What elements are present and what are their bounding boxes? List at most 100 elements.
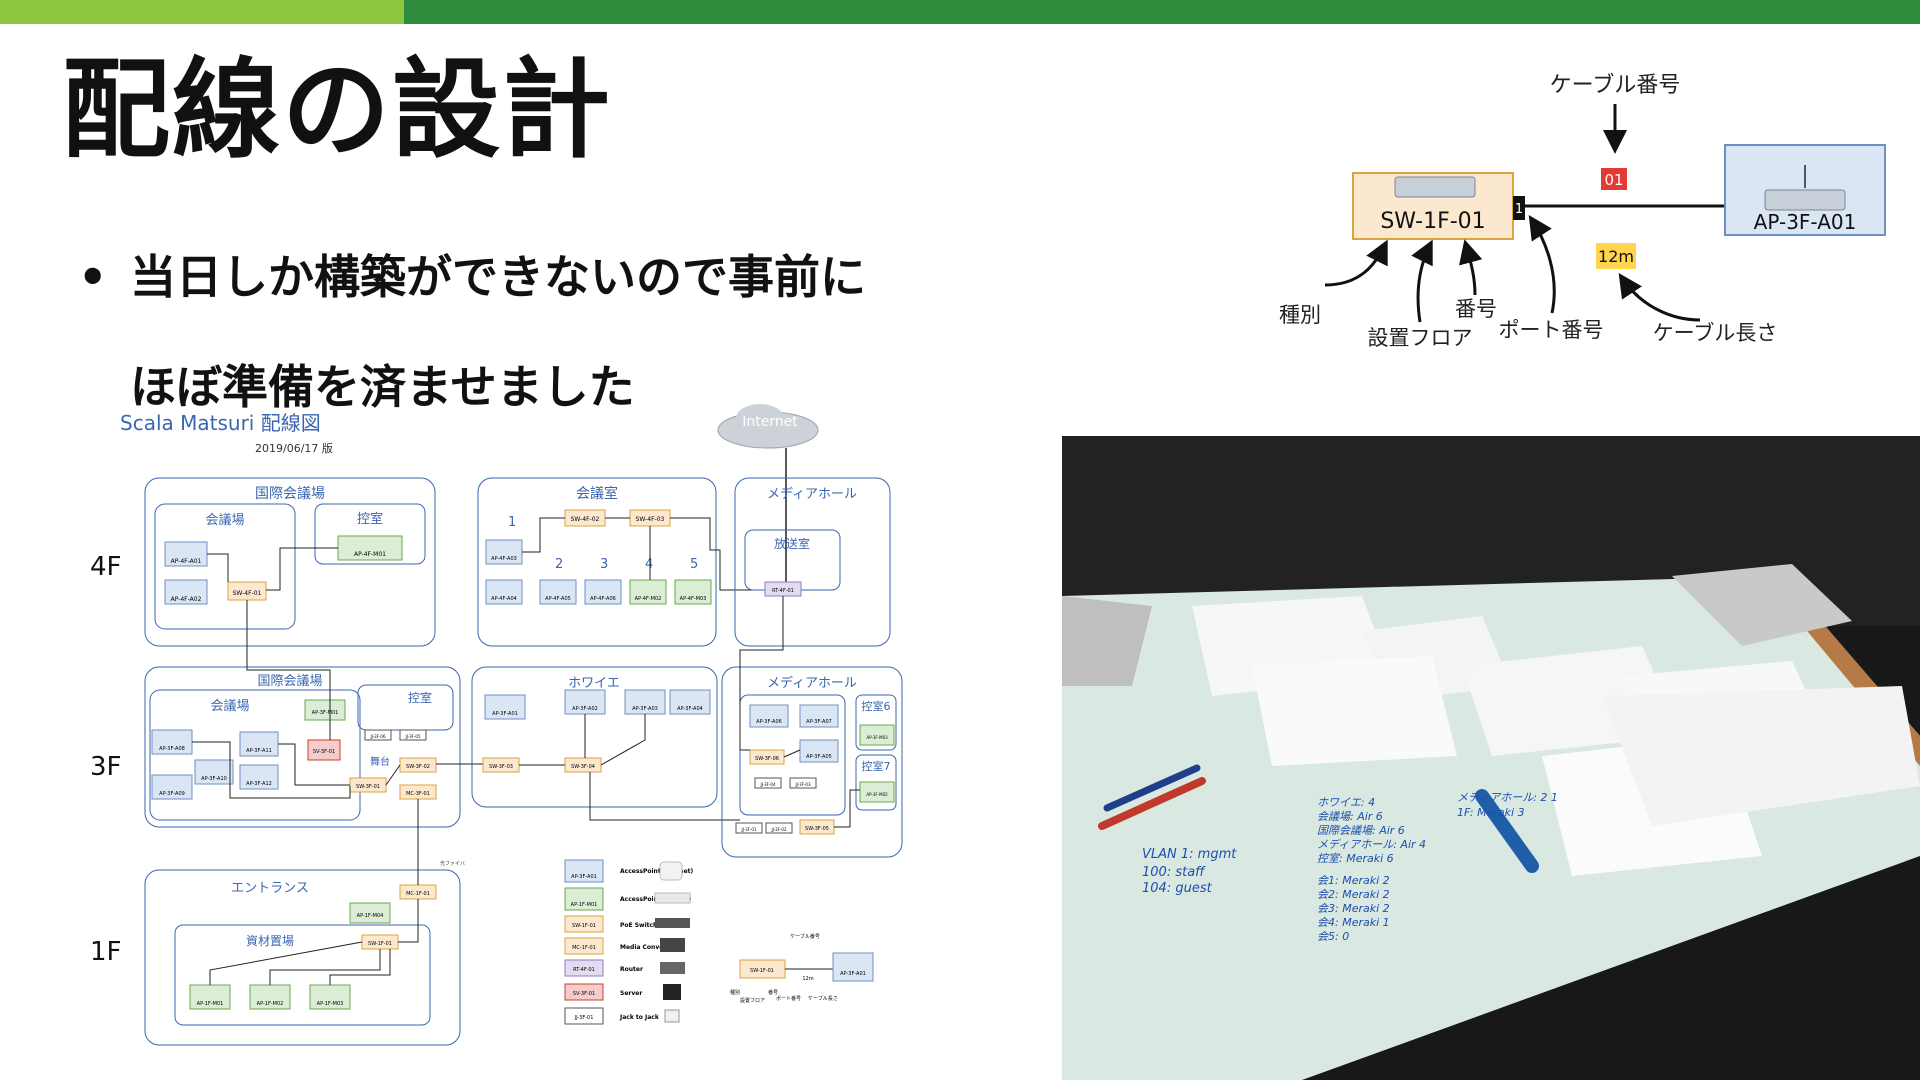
marker-blue-2: [1475, 789, 1539, 873]
wb-mid-10: 会5: 0: [1317, 930, 1349, 943]
legend-aironet-photo: [659, 861, 683, 881]
room-hikae7-label: 控室7: [862, 759, 891, 773]
sw-4f-03-label: SW-4F-03: [636, 516, 665, 523]
port-tag: [1513, 196, 1525, 220]
ap-3f-a07: [799, 704, 839, 728]
room-hikae-3f: [357, 684, 454, 731]
mini-number: 番号: [768, 989, 778, 996]
wb-left-1: VLAN 1: mgmt: [1142, 847, 1237, 862]
legend-mc-photo: [660, 938, 685, 952]
wb-left-2: 100: staff: [1142, 865, 1206, 880]
cable-kaigi-d: [670, 517, 765, 591]
ap-4f-a01-label: AP-4F-A01: [171, 558, 202, 565]
ap-3f-m01: [304, 699, 346, 721]
ap-3f-a04: [669, 689, 711, 715]
ap-4f-a04: [485, 579, 523, 605]
cable-4f-b: [266, 547, 338, 591]
room-media-3f-inner: [739, 694, 846, 816]
jj-3f-05-label: JJ-3F-05: [404, 734, 420, 739]
room-kaigijo-4f: [154, 503, 296, 630]
ap-4f-m01: [337, 535, 403, 561]
room-shizai-label: 資材置場: [246, 934, 294, 948]
wb-left-3: 104: guest: [1142, 881, 1213, 896]
cable-1f-d: [269, 949, 381, 985]
ap-4f-a05-label: AP-4F-A05: [545, 596, 571, 602]
mini-switch-label: SW-1F-01: [750, 968, 774, 974]
cable-kaigi-a: [522, 517, 565, 553]
legend-switch: [564, 915, 604, 933]
ap-3f-a07-label: AP-3F-A07: [806, 719, 832, 725]
jj-3f-02: [765, 822, 793, 834]
jj-3f-03-label: JJ-3F-03: [794, 782, 810, 787]
jj-3f-05: [399, 729, 427, 741]
ap-4f-m03-label: AP-4F-M03: [680, 596, 707, 602]
cloud-icon: [717, 404, 819, 449]
room-num-1: 1: [508, 515, 516, 530]
mini-ap-box: [832, 952, 874, 982]
mini-port: ポート番号: [776, 995, 801, 1002]
cable-howaie-d: [589, 772, 740, 821]
cable-3f-c: [385, 764, 401, 786]
ap-4f-a06-label: AP-4F-A06: [590, 596, 616, 602]
wb-mid-1: ホワイエ: 4: [1317, 796, 1375, 809]
room-kaigishitsu-label: 会議室: [576, 485, 618, 502]
cable-number-value: 01: [1604, 171, 1623, 189]
legend-ap-aironet-id: AP-3F-A01: [571, 874, 597, 880]
ap-3f-a08-label: AP-3F-A08: [159, 746, 185, 752]
room-media-4f-label: メディアホール: [767, 486, 857, 502]
ap-3f-a08: [151, 729, 193, 755]
event-photo: VLAN 1: mgmt 100: staff 104: guest ホワイエ:…: [1062, 436, 1920, 1080]
legend-switch-photo: [655, 918, 690, 928]
jj-3f-04: [754, 777, 782, 789]
wb-mid-5: 控室: Meraki 6: [1317, 852, 1394, 865]
ap-3f-m03: [859, 724, 895, 746]
legend-mc-id: MC-1F-01: [572, 945, 596, 951]
schematic-cable-number-label: ケーブル番号: [1550, 73, 1681, 98]
mini-type: 種別: [730, 989, 740, 996]
floor-4f-label: 4F: [90, 552, 122, 582]
floor-3f-label: 3F: [90, 752, 122, 782]
sw-3f-02-label: SW-3F-02: [406, 764, 430, 770]
ap-3f-a01: [484, 694, 526, 720]
cable-media-c: [739, 596, 784, 751]
room-housou-label: 放送室: [774, 536, 810, 551]
ap-4f-a04-label: AP-4F-A04: [491, 596, 517, 602]
wiring-diagram: Scala Matsuri 配線図 2019/06/17 版 Internet …: [90, 404, 903, 1046]
legend: AP-3F-A01 AccessPoint (Aironet) AP-1F-M0…: [564, 859, 694, 1025]
schematic-ap-name: AP-3F-A01: [1754, 210, 1857, 234]
schematic-label-type: 種別: [1279, 303, 1321, 327]
room-media-3f: [721, 666, 903, 858]
cable-4f-3f: [246, 600, 331, 740]
whiteboard-notes-right: メディアホール: 2 1 1F: Meraki 3: [1457, 791, 1558, 819]
slide-title: 配線の設計: [62, 48, 613, 173]
ap-3f-a12-label: AP-3F-A12: [246, 781, 272, 787]
room-hikae-4f-label: 控室: [357, 511, 383, 527]
wiring-title: Scala Matsuri 配線図: [120, 411, 321, 435]
wb-right-1: メディアホール: 2 1: [1457, 791, 1558, 804]
floor-arrow: [1411, 239, 1433, 323]
ap-3f-a06-label: AP-3F-A06: [756, 719, 782, 725]
ap-3f-a06: [749, 704, 789, 728]
ap-1f-m03-label: AP-1F-M03: [317, 1001, 344, 1007]
cable-media-a: [783, 749, 801, 758]
port-number-value: 1: [1515, 202, 1523, 217]
mini-floor: 設置フロア: [740, 997, 765, 1004]
legend-ap-aironet-label: AccessPoint (Aironet): [620, 868, 694, 875]
bullet-line-2: ほぼ準備を済ませました: [130, 360, 635, 414]
paper-sheets: [1192, 596, 1920, 876]
internet-label: Internet: [742, 414, 798, 430]
room-num-5: 5: [690, 557, 698, 572]
room-kaigijo-4f-label: 会議場: [205, 513, 244, 528]
room-hikae7: [855, 754, 897, 811]
fiber-label: 光ファイバ: [440, 860, 465, 867]
switch-icon: [1394, 176, 1476, 198]
ap-3f-a02-label: AP-3F-A02: [572, 706, 598, 712]
legend-router: [564, 959, 604, 977]
sw-3f-05-label: SW-3F-05: [805, 826, 829, 832]
mini-schematic: ケーブル番号 SW-1F-01 AP-3F-A01 12m 種別 設置フロア 番…: [730, 933, 874, 1004]
ap-4f-a02: [164, 579, 208, 605]
room-howaie-label: ホワイエ: [568, 676, 620, 691]
sw-3f-03-label: SW-3F-03: [489, 764, 513, 770]
room-kokusai-3f: [144, 666, 461, 828]
laptop: [1672, 564, 1852, 646]
